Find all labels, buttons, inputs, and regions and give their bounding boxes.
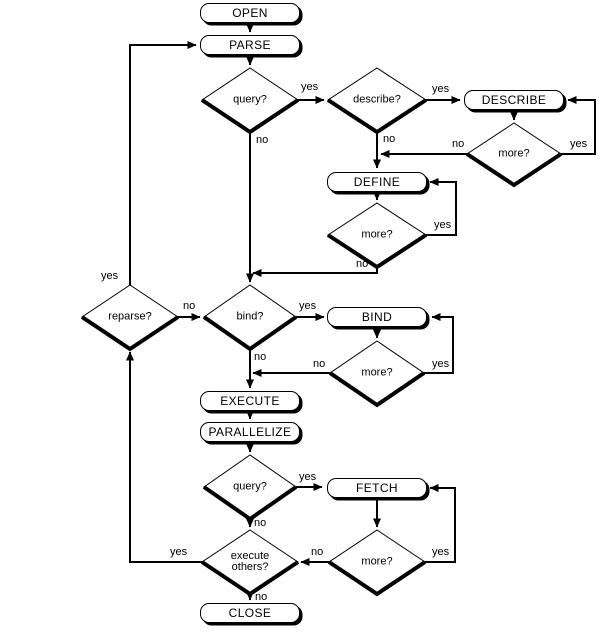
diamond-query1: [200, 67, 300, 135]
label-query2: query?: [233, 480, 267, 493]
diamond-execute-others: [200, 529, 300, 597]
edge-label-more1-yes: yes: [570, 138, 588, 150]
edge-label-reparse-no: no: [183, 300, 196, 312]
diamond-more4: [327, 529, 427, 597]
node-define: DEFINE: [327, 172, 427, 192]
node-open: OPEN: [200, 3, 300, 23]
node-close: CLOSE: [200, 603, 300, 623]
edge-label-more2-yes: yes: [434, 219, 452, 231]
edge-label-more3-yes: yes: [432, 358, 450, 370]
node-describe: DESCRIBE: [464, 90, 564, 110]
label-more3: more?: [361, 366, 393, 379]
edge-more1-yes-describe-loop: [561, 96, 596, 155]
diamond-describe-q: [326, 67, 428, 135]
edge-reparse-yes-parse: [129, 41, 197, 285]
edge-label-execute-others-no: no: [255, 591, 268, 603]
label-more1: more?: [498, 147, 530, 160]
edge-executeothers-yes-reparse: [126, 351, 202, 563]
edge-label-more4-yes: yes: [432, 546, 450, 558]
node-parse: PARSE: [200, 35, 300, 55]
diamond-more2: [326, 202, 428, 270]
edge-label-bind-q-no: no: [254, 351, 267, 363]
diamond-reparse: [80, 284, 180, 352]
edge-label-describe-q-no: no: [383, 133, 396, 145]
node-execute: EXECUTE: [200, 391, 300, 411]
node-parallelize: PARALLELIZE: [200, 422, 300, 442]
diamond-more3: [328, 340, 426, 408]
edge-more4-yes-fetch-loop: [425, 484, 456, 563]
edge-label-query1-no: no: [256, 134, 269, 146]
label-query1: query?: [233, 93, 267, 106]
label-describe-q: describe?: [353, 93, 401, 106]
edge-label-execute-others-yes: yes: [170, 546, 188, 558]
label-execute-others: execute others?: [230, 550, 270, 573]
edge-label-reparse-yes: yes: [101, 270, 119, 282]
edge-more2-yes-define-loop: [426, 178, 457, 236]
diamond-more1: [465, 122, 563, 188]
edge-label-more3-no: no: [313, 358, 326, 370]
edge-label-more1-no: no: [452, 138, 465, 150]
edge-label-describe-q-yes: yes: [432, 83, 450, 95]
label-reparse: reparse?: [108, 310, 152, 323]
edge-more3-yes-bind-loop: [424, 313, 454, 374]
edge-label-more4-no: no: [311, 546, 324, 558]
diamond-query2: [202, 454, 298, 522]
edge-label-query1-yes: yes: [301, 81, 319, 93]
edge-label-bind-q-yes: yes: [299, 300, 317, 312]
label-bind-q: bind?: [236, 310, 264, 323]
label-more4: more?: [361, 555, 393, 568]
node-fetch: FETCH: [327, 478, 427, 498]
edge-label-query2-yes: yes: [299, 471, 317, 483]
node-bind: BIND: [327, 307, 427, 327]
edge-label-query2-no: no: [254, 517, 267, 529]
label-more2: more?: [361, 228, 393, 241]
edge-label-more2-no: no: [356, 258, 369, 270]
diamond-bind-q: [202, 284, 298, 352]
